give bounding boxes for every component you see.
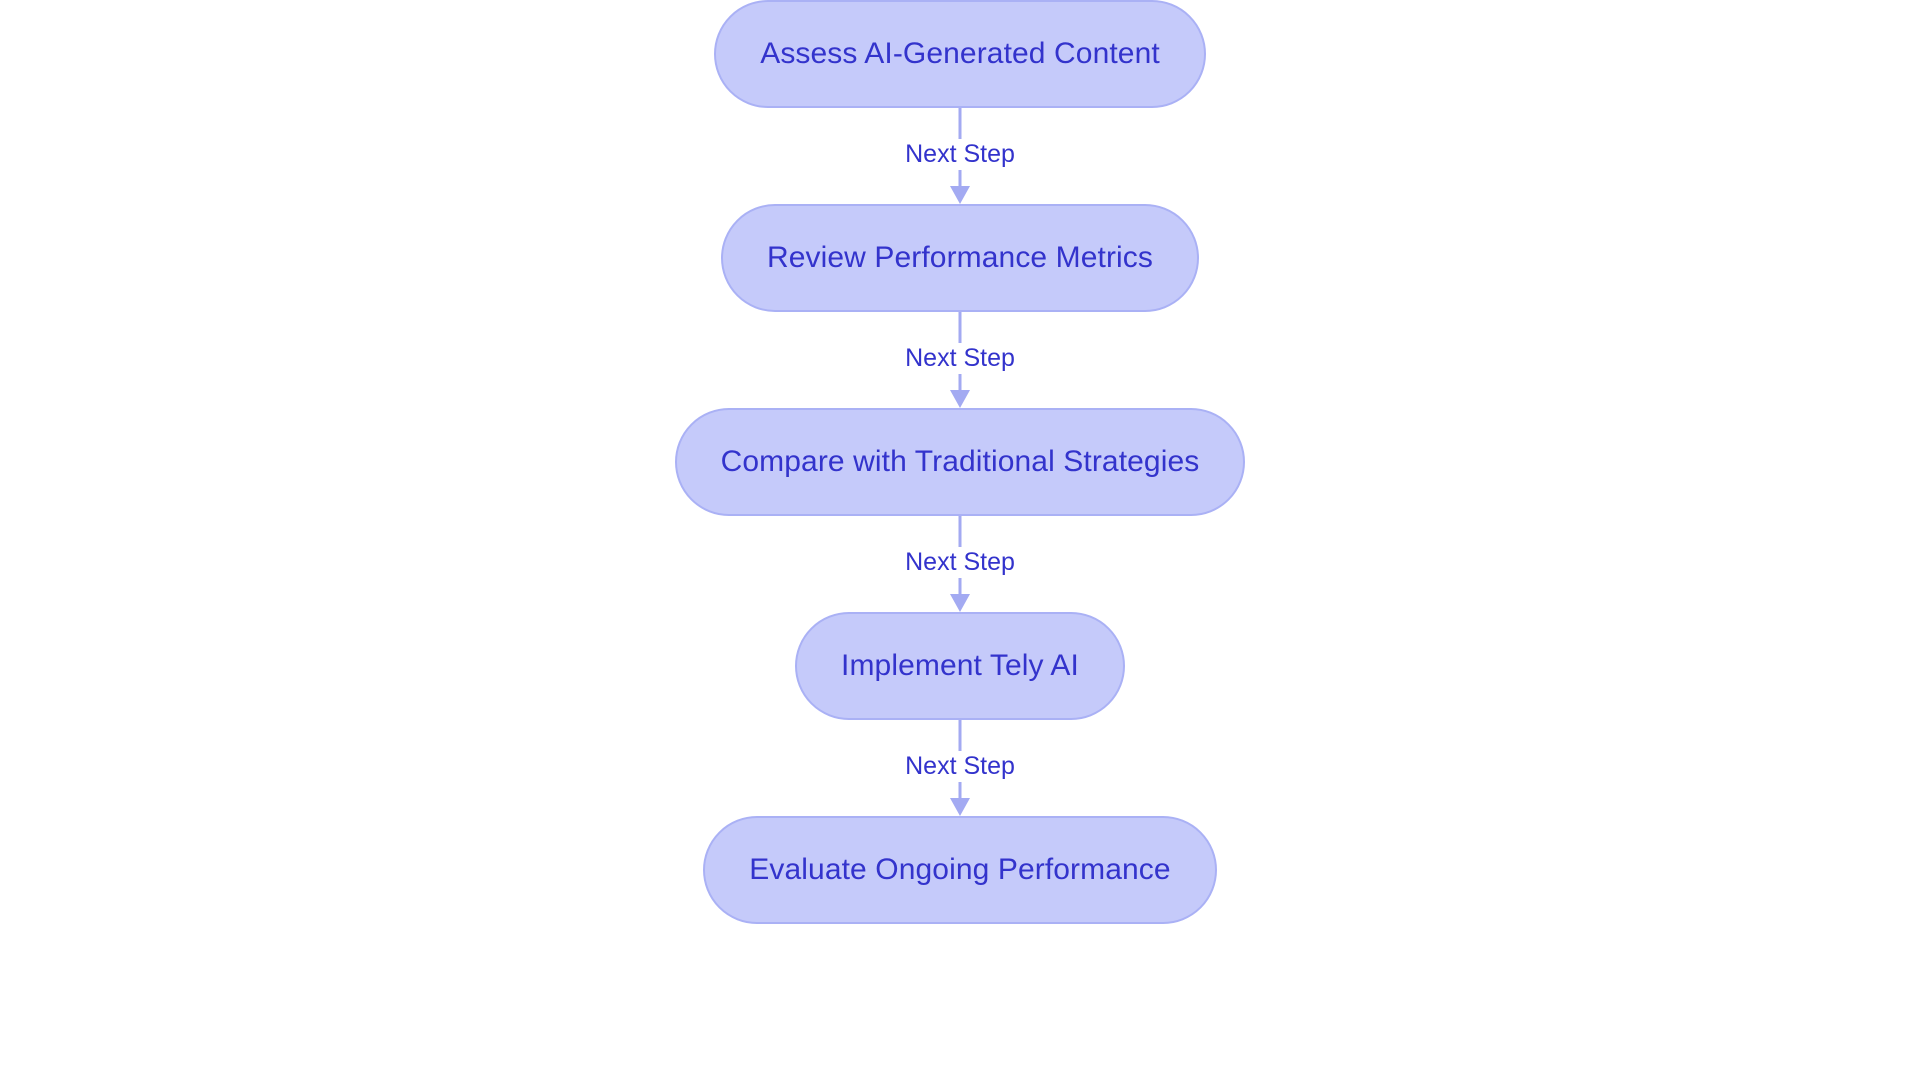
flowchart-edge-2: Next Step — [860, 312, 1060, 408]
flowchart-edge-3: Next Step — [860, 516, 1060, 612]
edge-label: Next Step — [899, 750, 1021, 782]
flowchart-node-compare-with-traditional-strategies[interactable]: Compare with Traditional Strategies — [674, 408, 1246, 516]
edge-label: Next Step — [899, 546, 1021, 578]
flowchart-node-assess-ai-generated-content[interactable]: Assess AI-Generated Content — [714, 0, 1206, 108]
arrow-down-icon — [950, 186, 970, 204]
flowchart-node-implement-tely-ai[interactable]: Implement Tely AI — [795, 612, 1125, 720]
edge-label: Next Step — [899, 342, 1021, 374]
arrow-down-icon — [950, 594, 970, 612]
flowchart-edge-4: Next Step — [860, 720, 1060, 816]
node-label: Implement Tely AI — [841, 649, 1079, 682]
arrow-down-icon — [950, 798, 970, 816]
flowchart-edge-1: Next Step — [860, 108, 1060, 204]
node-label: Evaluate Ongoing Performance — [749, 853, 1171, 886]
edge-label: Next Step — [899, 138, 1021, 170]
node-label: Compare with Traditional Strategies — [720, 445, 1200, 478]
arrow-down-icon — [950, 390, 970, 408]
node-label: Review Performance Metrics — [766, 241, 1154, 274]
node-label: Assess AI-Generated Content — [760, 37, 1160, 70]
flowchart-node-review-performance-metrics[interactable]: Review Performance Metrics — [720, 204, 1200, 312]
flowchart-node-evaluate-ongoing-performance[interactable]: Evaluate Ongoing Performance — [703, 816, 1217, 924]
